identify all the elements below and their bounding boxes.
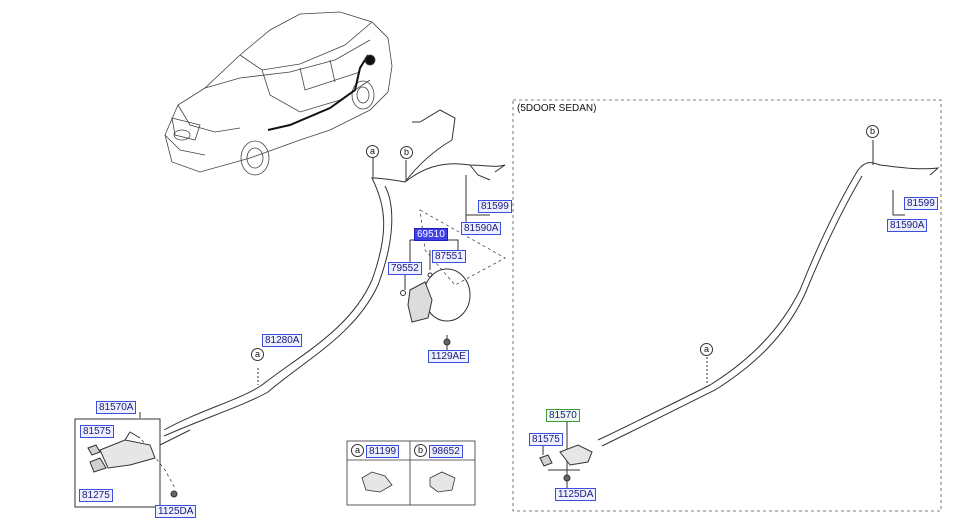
part-label-1129ae[interactable]: 1129AE bbox=[428, 350, 469, 363]
sedan-part-label-81570[interactable]: 81570 bbox=[546, 409, 580, 422]
sedan-part-label-81599[interactable]: 81599 bbox=[904, 197, 938, 210]
part-label-81275[interactable]: 81275 bbox=[79, 489, 113, 502]
sedan-part-label-81575[interactable]: 81575 bbox=[529, 433, 563, 446]
part-label-81280a[interactable]: 81280A bbox=[262, 334, 303, 347]
legend-box bbox=[346, 440, 476, 506]
part-label-79552[interactable]: 79552 bbox=[388, 262, 422, 275]
callout-a-top: a bbox=[366, 145, 379, 158]
release-lever-main bbox=[74, 418, 178, 508]
part-label-87551[interactable]: 87551 bbox=[432, 250, 466, 263]
legend-part-label-98652[interactable]: 98652 bbox=[429, 445, 463, 458]
sedan-part-label-81590a[interactable]: 81590A bbox=[887, 219, 928, 232]
callout-b-top: b bbox=[400, 146, 413, 159]
legend-callout-b: b bbox=[414, 444, 427, 457]
sedan-section-frame bbox=[512, 99, 942, 512]
main-cable-lines bbox=[139, 109, 506, 489]
car-illustration bbox=[164, 11, 393, 176]
sedan-part-label-1125da[interactable]: 1125DA bbox=[555, 488, 597, 501]
legend-part-label-81199[interactable]: 81199 bbox=[366, 445, 400, 458]
fuel-door bbox=[400, 268, 471, 346]
legend-callout-a: a bbox=[351, 444, 364, 457]
callout-a-sedan: a bbox=[700, 343, 713, 356]
sedan-cable-lines bbox=[539, 140, 940, 488]
part-label-81575[interactable]: 81575 bbox=[80, 425, 114, 438]
part-label-1125da[interactable]: 1125DA bbox=[155, 505, 197, 518]
callout-b-sedan: b bbox=[866, 125, 879, 138]
part-label-69510[interactable]: 69510 bbox=[414, 228, 448, 241]
callout-a-main: a bbox=[251, 348, 264, 361]
part-label-81590a[interactable]: 81590A bbox=[461, 222, 502, 235]
sedan-section-title: (5DOOR SEDAN) bbox=[517, 103, 597, 114]
part-label-81570a[interactable]: 81570A bbox=[96, 401, 137, 414]
part-label-81599[interactable]: 81599 bbox=[478, 200, 512, 213]
